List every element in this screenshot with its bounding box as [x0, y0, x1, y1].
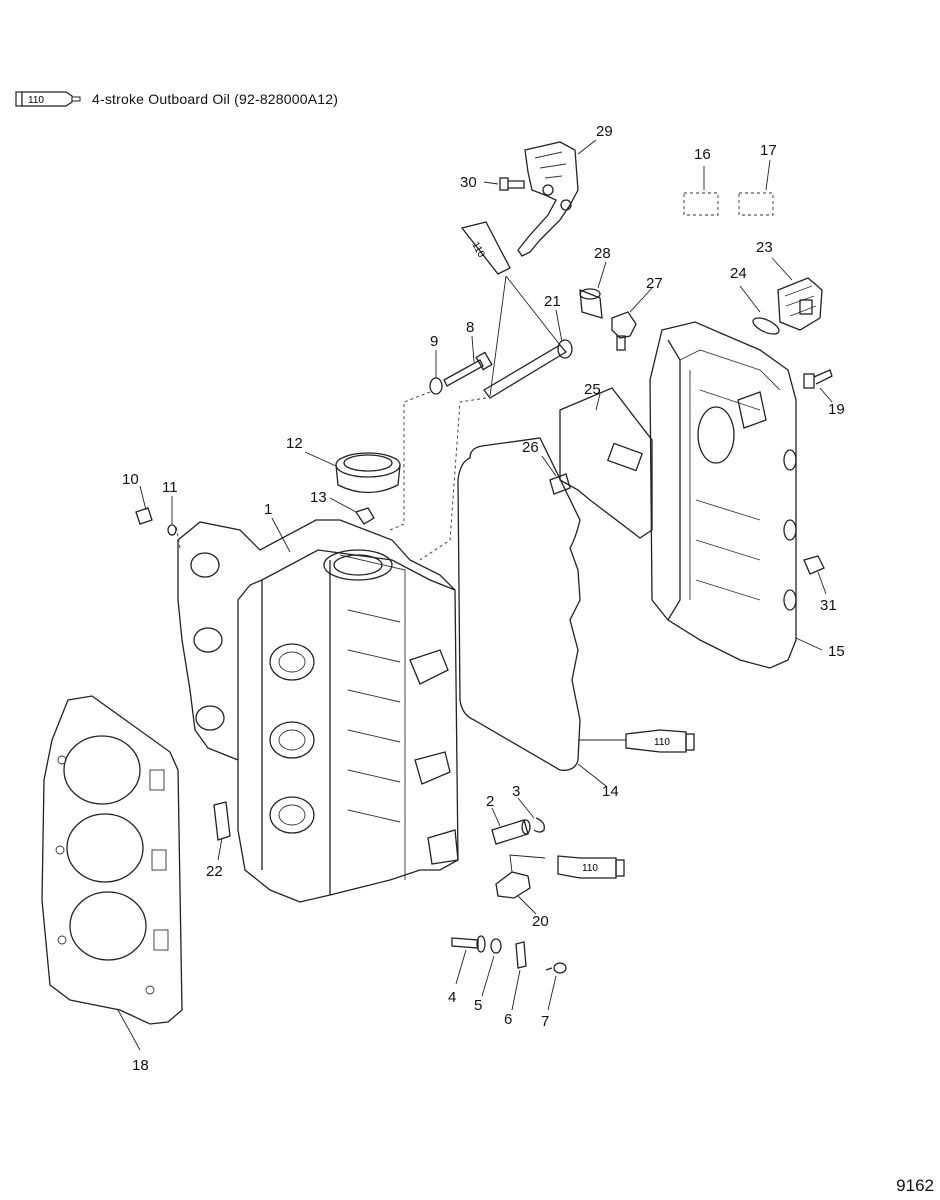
callout-22: 22 [206, 863, 223, 880]
callout-29: 29 [596, 123, 613, 140]
callout-27: 27 [646, 275, 663, 292]
part-6-clip [515, 941, 527, 969]
callout-numbers: 10 11 1 12 13 9 8 21 25 26 28 27 24 23 2… [122, 123, 845, 1074]
part-5-washer [490, 938, 502, 954]
callout-6: 6 [504, 1011, 512, 1028]
oil-tube-icon: 110 [15, 91, 81, 107]
part-19-bolt [803, 369, 833, 389]
lubricant-legend: 110 4-stroke Outboard Oil (92-828000A12) [14, 88, 338, 110]
callout-2: 2 [486, 793, 494, 810]
callout-26: 26 [522, 439, 539, 456]
callout-13: 13 [310, 489, 327, 506]
callout-21: 21 [544, 293, 561, 310]
part-2-pin [491, 819, 531, 845]
part-7-screw [545, 962, 567, 974]
legend-text: 4-stroke Outboard Oil (92-828000A12) [92, 91, 339, 107]
part-8-bolt [443, 351, 493, 387]
oil-tube-lower: 110 [557, 855, 625, 879]
callout-31: 31 [820, 597, 837, 614]
legend-tube-label: 110 [28, 95, 44, 106]
part-4-bolt [451, 935, 486, 953]
part-3-clip [533, 817, 545, 833]
callout-15: 15 [828, 643, 845, 660]
oil-tube-right: 110 [578, 729, 695, 753]
part-16-decal [683, 192, 719, 216]
part-15-exhaust-cover [649, 321, 797, 669]
callout-14: 14 [602, 783, 619, 800]
part-11-washer [167, 524, 177, 536]
callout-7: 7 [541, 1013, 549, 1030]
part-23-sensor [777, 277, 823, 331]
callout-18: 18 [132, 1057, 149, 1074]
part-24-o-ring [752, 317, 780, 335]
part-25-plate [559, 387, 653, 539]
part-21-stud [483, 339, 573, 399]
callout-12: 12 [286, 435, 303, 452]
part-1-cylinder-block [177, 519, 459, 903]
callout-17: 17 [760, 142, 777, 159]
part-28-sleeve [579, 288, 603, 319]
part-22-dowel [213, 801, 231, 841]
part-9-washer [429, 377, 443, 395]
part-31-clip [803, 555, 825, 575]
part-18-head-gasket [41, 695, 183, 1025]
callout-9: 9 [430, 333, 438, 350]
part-13-plug [354, 507, 375, 525]
callout-20: 20 [532, 913, 549, 930]
callout-23: 23 [756, 239, 773, 256]
callout-30: 30 [460, 174, 477, 191]
part-17-decal [738, 192, 774, 216]
callout-19: 19 [828, 401, 845, 418]
part-20-fitting [495, 854, 546, 899]
part-14-gasket [457, 437, 581, 771]
callout-10: 10 [122, 471, 139, 488]
part-29-bracket [517, 141, 579, 257]
figure-number: 9162 [896, 1176, 934, 1195]
part-10-plug [135, 507, 153, 525]
callout-5: 5 [474, 997, 482, 1014]
assembly-line-21 [419, 397, 487, 561]
assembly-line-9 [389, 391, 431, 531]
tube-label-right: 110 [654, 737, 670, 748]
tube-label-lower: 110 [582, 863, 598, 874]
part-26-screw [549, 473, 571, 495]
part-30-screw [499, 177, 525, 191]
part-27-fitting [611, 311, 637, 351]
callout-24: 24 [730, 265, 747, 282]
callout-4: 4 [448, 989, 456, 1006]
callout-28: 28 [594, 245, 611, 262]
callout-25: 25 [584, 381, 601, 398]
leader-lines [117, 139, 833, 1051]
assembly-line-11 [175, 524, 181, 549]
part-12-seal [335, 452, 401, 494]
callout-1: 1 [264, 501, 272, 518]
callout-11: 11 [162, 479, 178, 496]
callout-8: 8 [466, 319, 474, 336]
callout-16: 16 [694, 146, 711, 163]
callout-3: 3 [512, 783, 520, 800]
